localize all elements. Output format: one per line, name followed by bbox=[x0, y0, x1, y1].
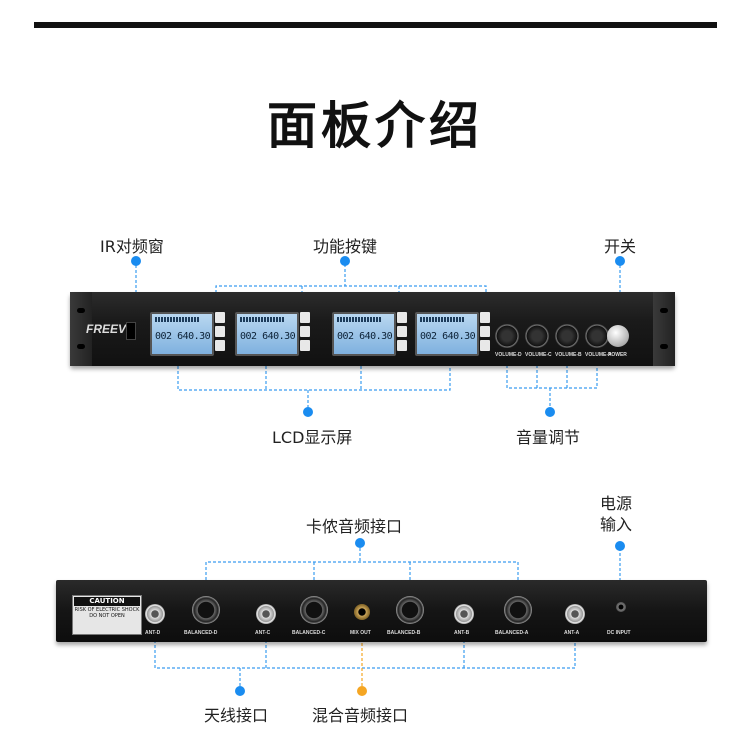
function-buttons-c[interactable] bbox=[397, 312, 407, 354]
knob-label-c: VOLUME-C bbox=[525, 352, 552, 358]
cannon-ports-label: 卡侬音频接口 bbox=[306, 517, 403, 536]
power-input-label-2: 输入 bbox=[600, 515, 633, 534]
port-label: DC INPUT bbox=[607, 630, 631, 636]
vol-down-button[interactable] bbox=[397, 340, 407, 351]
xlr-port-c[interactable] bbox=[300, 596, 328, 624]
rack-ear-right bbox=[653, 292, 675, 366]
power-label: POWER bbox=[608, 352, 627, 358]
volume-knob-b[interactable] bbox=[555, 324, 579, 348]
mix-out-jack[interactable] bbox=[354, 604, 370, 620]
lcd-marker bbox=[303, 407, 313, 417]
caution-line-2: DO NOT OPEN bbox=[89, 613, 125, 619]
rack-ear-left bbox=[70, 292, 92, 366]
caution-sticker: CAUTION RISK OF ELECTRIC SHOCK DO NOT OP… bbox=[72, 595, 142, 635]
port-label: BALANCED-A bbox=[495, 630, 529, 636]
cannon-ports-marker bbox=[355, 538, 365, 548]
top-divider bbox=[34, 22, 717, 28]
lcd-screen-c: 002 640.30 bbox=[332, 312, 396, 356]
power-input-marker bbox=[615, 541, 625, 551]
ir-window bbox=[126, 322, 136, 340]
page-title: 面板介绍 bbox=[267, 97, 483, 155]
vol-down-button[interactable] bbox=[300, 340, 310, 351]
lcd-screen-a: 002 640.30 bbox=[150, 312, 214, 356]
port-label: ANT-A bbox=[564, 630, 580, 636]
lcd-readout: 002 640.30 bbox=[420, 331, 476, 342]
set-button[interactable] bbox=[480, 326, 490, 337]
xlr-port-d[interactable] bbox=[192, 596, 220, 624]
lcd-label: LCD显示屏 bbox=[272, 428, 353, 447]
vol-up-button[interactable] bbox=[215, 312, 225, 323]
set-button[interactable] bbox=[397, 326, 407, 337]
volume-marker bbox=[545, 407, 555, 417]
lcd-screen-b: 002 640.30 bbox=[235, 312, 299, 356]
power-input-label-1: 电源 bbox=[600, 494, 633, 513]
antenna-port-a[interactable] bbox=[565, 604, 585, 624]
volume-knob-a[interactable] bbox=[585, 324, 609, 348]
vol-up-button[interactable] bbox=[300, 312, 310, 323]
switch-marker bbox=[615, 256, 625, 266]
vol-up-button[interactable] bbox=[397, 312, 407, 323]
front-panel: FREEVO 002 640.30 002 640.30 002 640.30 … bbox=[70, 292, 675, 366]
rear-panel: CAUTION RISK OF ELECTRIC SHOCK DO NOT OP… bbox=[56, 580, 707, 642]
antenna-port-b[interactable] bbox=[454, 604, 474, 624]
port-label: ANT-C bbox=[255, 630, 271, 636]
set-button[interactable] bbox=[215, 326, 225, 337]
switch-label: 开关 bbox=[604, 237, 637, 256]
knob-label-d: VOLUME-D bbox=[495, 352, 522, 358]
vol-down-button[interactable] bbox=[480, 340, 490, 351]
ir-window-marker bbox=[131, 256, 141, 266]
caution-line-1: RISK OF ELECTRIC SHOCK bbox=[74, 607, 140, 613]
function-keys-marker bbox=[340, 256, 350, 266]
lcd-screen-d: 002 640.30 bbox=[415, 312, 479, 356]
set-button[interactable] bbox=[300, 326, 310, 337]
volume-knob-c[interactable] bbox=[525, 324, 549, 348]
vol-up-button[interactable] bbox=[480, 312, 490, 323]
function-buttons-b[interactable] bbox=[300, 312, 310, 354]
function-buttons-d[interactable] bbox=[480, 312, 490, 354]
function-buttons-a[interactable] bbox=[215, 312, 225, 354]
lcd-readout: 002 640.30 bbox=[240, 331, 296, 342]
port-label: BALANCED-B bbox=[387, 630, 421, 636]
port-label: ANT-B bbox=[454, 630, 470, 636]
knob-label-b: VOLUME-B bbox=[555, 352, 582, 358]
vol-down-button[interactable] bbox=[215, 340, 225, 351]
port-label: MIX OUT bbox=[350, 630, 371, 636]
antenna-marker bbox=[235, 686, 245, 696]
xlr-port-a[interactable] bbox=[504, 596, 532, 624]
mixed-audio-label: 混合音频接口 bbox=[312, 706, 409, 725]
brand-logo: FREEVO bbox=[86, 322, 136, 336]
mixed-audio-marker bbox=[357, 686, 367, 696]
port-label: BALANCED-C bbox=[292, 630, 326, 636]
antenna-label: 天线接口 bbox=[204, 706, 269, 725]
antenna-port-c[interactable] bbox=[256, 604, 276, 624]
power-button[interactable] bbox=[607, 325, 629, 347]
dc-input-jack[interactable] bbox=[616, 602, 626, 612]
xlr-port-b[interactable] bbox=[396, 596, 424, 624]
function-keys-label: 功能按键 bbox=[313, 237, 378, 256]
lcd-readout: 002 640.30 bbox=[337, 331, 393, 342]
volume-label: 音量调节 bbox=[516, 428, 581, 447]
ir-window-label: IR对频窗 bbox=[100, 237, 164, 256]
lcd-readout: 002 640.30 bbox=[155, 331, 211, 342]
port-label: ANT-D bbox=[145, 630, 161, 636]
knob-label-a: VOLUME-A bbox=[585, 352, 612, 358]
port-label: BALANCED-D bbox=[184, 630, 218, 636]
caution-title: CAUTION bbox=[74, 597, 140, 606]
volume-knob-d[interactable] bbox=[495, 324, 519, 348]
antenna-port-d[interactable] bbox=[145, 604, 165, 624]
